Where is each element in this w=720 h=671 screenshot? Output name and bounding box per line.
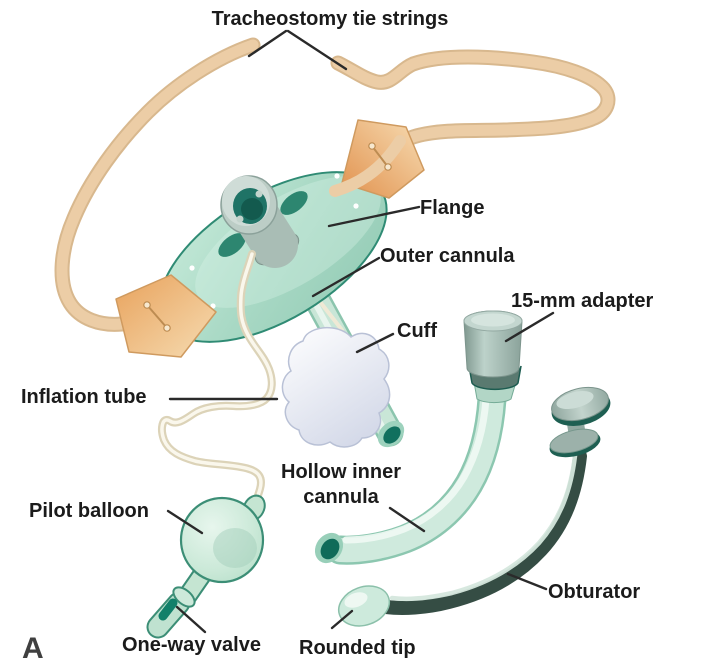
leader-outer-cannula: [311, 256, 381, 298]
leader-lines: [166, 29, 555, 634]
right-tab-hole: [368, 142, 376, 150]
inner-cannula-highlight: [342, 395, 490, 544]
inflation-tube: [158, 250, 276, 509]
leader-obturator: [506, 572, 548, 591]
hub-notch: [255, 190, 263, 198]
right-tie-string: [332, 51, 614, 165]
left-tab-slit: [146, 304, 168, 329]
right-tab-slit: [371, 145, 389, 168]
balloon-body: [179, 496, 265, 584]
label-adapter-15mm: 15-mm adapter: [511, 290, 653, 312]
leader-adapter: [504, 311, 555, 343]
rounded-tip: [337, 585, 391, 627]
leader-cuff: [355, 332, 395, 354]
flange-hole: [210, 303, 216, 309]
cuff: [281, 326, 391, 448]
hub-notch: [236, 215, 244, 223]
label-hollow-inner-line2: cannula: [303, 486, 379, 508]
leader-one-way-valve: [175, 605, 207, 634]
labels: Tracheostomy tie strings Flange Outer ca…: [21, 8, 653, 665]
cuff-balloon: [281, 326, 391, 448]
label-one-way-valve: One-way valve: [122, 634, 261, 656]
adapter-top-sheen: [471, 313, 515, 327]
inner-cannula: [314, 365, 522, 565]
obturator-cap-sheen: [556, 390, 594, 410]
right-tie-tab: [329, 119, 425, 199]
hub-opening-depth: [241, 198, 263, 220]
flange-hole: [334, 173, 340, 179]
leader-pilot-balloon: [166, 509, 204, 535]
label-pilot-balloon: Pilot balloon: [29, 500, 149, 522]
label-inflation-tube: Inflation tube: [21, 386, 147, 408]
left-tab-hole: [163, 324, 171, 332]
panel-letter: A: [22, 632, 44, 665]
right-tab-hole: [384, 163, 392, 171]
label-rounded-tip: Rounded tip: [299, 637, 416, 659]
inflation-tube-core: [160, 252, 274, 507]
pilot-balloon: [177, 494, 266, 604]
label-flange: Flange: [420, 197, 484, 219]
rounded-tip-knob: [337, 585, 391, 627]
leader-rounded-tip: [330, 609, 354, 630]
label-tie-strings: Tracheostomy tie strings: [212, 8, 449, 30]
left-tie-tab: [115, 274, 217, 358]
hub: [220, 175, 300, 268]
label-outer-cannula: Outer cannula: [380, 245, 515, 267]
swivel-wing-right: [280, 191, 308, 215]
inner-cannula-lumen: [320, 538, 340, 560]
right-tie-string-through-tab: [329, 135, 406, 197]
balloon-shade: [213, 528, 257, 568]
valve-port: [158, 598, 178, 621]
valve-collar: [172, 586, 196, 608]
leader-tie-strings-left: [247, 29, 288, 58]
one-way-valve: [146, 586, 196, 639]
label-hollow-inner-line1: Hollow inner: [281, 461, 401, 483]
label-obturator: Obturator: [548, 581, 640, 603]
swivel-wing-left: [218, 233, 246, 257]
leader-hollow-inner: [388, 506, 426, 533]
obturator-disc: [549, 428, 599, 454]
label-cuff: Cuff: [397, 320, 437, 342]
inner-cannula-body: [328, 387, 504, 563]
left-tab-hole: [143, 301, 151, 309]
obturator-shaft-highlight: [389, 453, 578, 602]
left-tab-plate: [115, 274, 217, 358]
leader-tie-strings-right: [286, 29, 348, 71]
leader-flange: [327, 205, 421, 228]
rounded-tip-sheen: [344, 592, 368, 608]
flange-hole: [189, 265, 195, 271]
outer-cannula-lumen: [383, 426, 401, 444]
adapter-15mm: [463, 310, 523, 378]
flange-hole: [353, 203, 359, 209]
